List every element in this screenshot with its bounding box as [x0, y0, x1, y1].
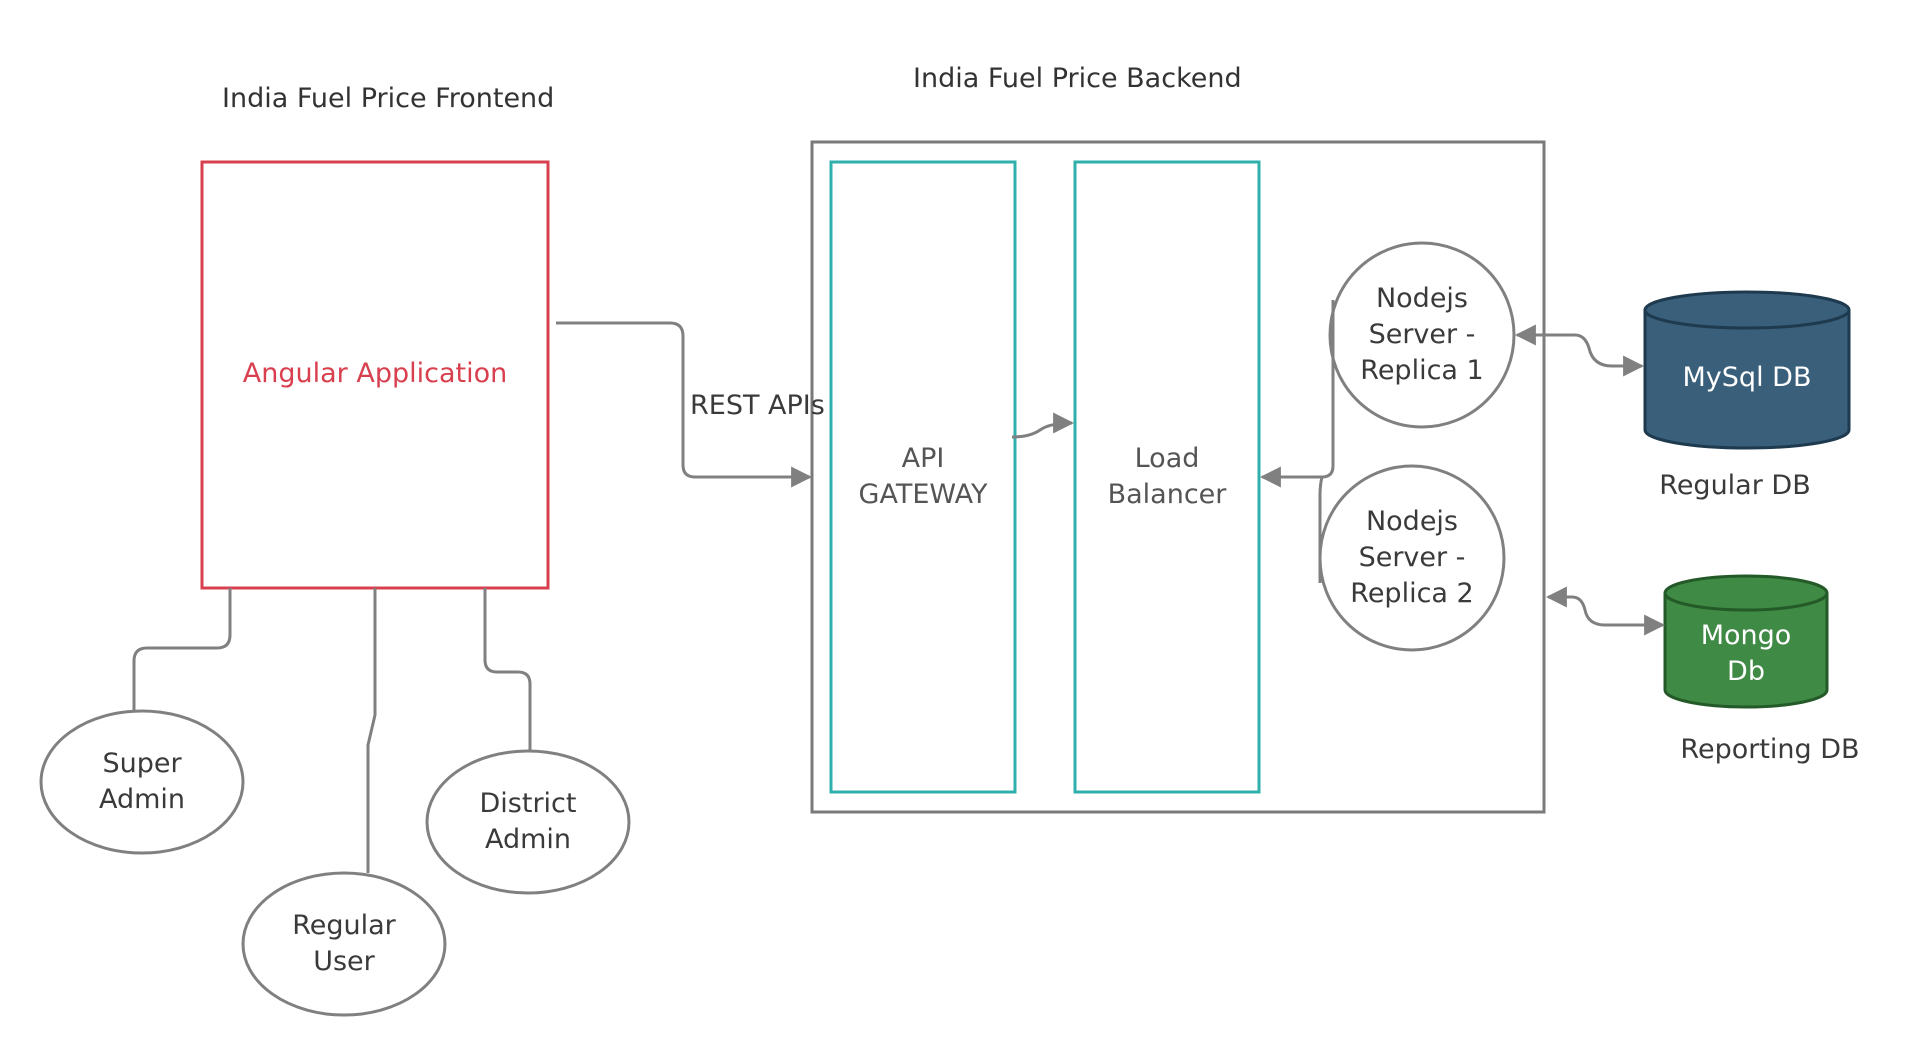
- reporting-db-caption: Reporting DB: [1680, 734, 1860, 765]
- app-district-admin-connector: [483, 588, 532, 751]
- nodejs-replica-2-label: Nodejs Server - Replica 2: [1350, 506, 1474, 609]
- district-admin-ellipse[interactable]: [425, 749, 631, 895]
- backend-title: India Fuel Price Backend: [913, 63, 1242, 94]
- angular-app-box[interactable]: [200, 160, 550, 590]
- rest-api-connector: [556, 321, 813, 488]
- nodejs-replica-1-label: Nodejs Server - Replica 1: [1360, 283, 1484, 386]
- replica-2-connector: [1318, 476, 1324, 583]
- app-super-admin-connector: [132, 588, 232, 711]
- super-admin-label: Super Admin: [98, 748, 186, 815]
- api-gateway-label: API GATEWAY: [858, 443, 988, 510]
- load-balancer-label: Load Balancer: [1107, 443, 1227, 510]
- servers-to-balancer-connector: [1259, 300, 1335, 488]
- mongo-db-label: Mongo Db: [1700, 620, 1792, 687]
- regular-user-label: Regular User: [292, 910, 396, 977]
- load-balancer-box[interactable]: [1073, 160, 1261, 794]
- mysql-db-label: MySql DB: [1682, 362, 1812, 393]
- replica-1-mysql-connector: [1514, 324, 1645, 377]
- connectors: [132, 300, 1666, 873]
- mongo-db-cylinder[interactable]: [1663, 574, 1829, 709]
- rest-apis-label: REST APIs: [690, 390, 825, 421]
- app-regular-user-connector: [366, 588, 377, 873]
- district-admin-label: District Admin: [479, 788, 577, 855]
- angular-app-label: Angular Application: [242, 358, 508, 389]
- regular-user-ellipse[interactable]: [241, 871, 447, 1017]
- super-admin-ellipse[interactable]: [39, 709, 245, 855]
- api-gateway-box[interactable]: [829, 160, 1017, 794]
- backend-mongo-connector: [1545, 586, 1666, 636]
- nodejs-replica-1-circle[interactable]: [1328, 241, 1516, 429]
- frontend-title: India Fuel Price Frontend: [222, 83, 555, 114]
- gateway-to-balancer-connector: [1011, 412, 1075, 439]
- mysql-db-cylinder[interactable]: [1643, 290, 1851, 450]
- regular-db-caption: Regular DB: [1659, 470, 1811, 501]
